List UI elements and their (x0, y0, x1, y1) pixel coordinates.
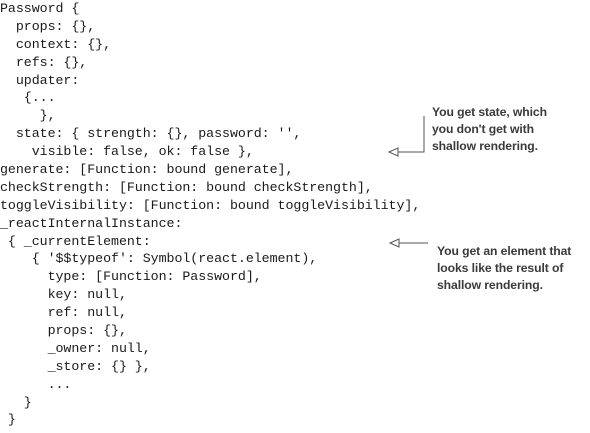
code-line: _store: {} }, (0, 358, 151, 374)
code-line: _reactInternalInstance: (0, 215, 183, 231)
annotation-state: You get state, which you don't get with … (432, 104, 547, 156)
code-line: type: [Function: Password], (0, 269, 262, 285)
code-line: props: {}, (0, 323, 127, 339)
code-line: key: null, (0, 287, 127, 303)
code-line: state: { strength: {}, password: '', (0, 126, 302, 142)
annotation-line: You get an element that (437, 244, 572, 258)
annotation-element: You get an element that looks like the r… (437, 243, 571, 295)
code-line: } (0, 412, 16, 428)
code-line: props: {}, (0, 18, 96, 34)
annotation-line: shallow rendering. (437, 278, 543, 293)
code-line: }, (0, 108, 56, 124)
code-line: {... (0, 90, 56, 106)
code-line: updater: (0, 72, 80, 88)
annotation-line: looks like the result of (437, 261, 564, 276)
code-line: toggleVisibility: [Function: bound toggl… (0, 197, 421, 213)
code-line: context: {}, (0, 36, 112, 52)
code-line: generate: [Function: bound generate], (0, 162, 294, 178)
code-line: _owner: null, (0, 340, 151, 356)
code-line: { '$$typeof': Symbol(react.element), (0, 251, 318, 267)
code-line: refs: {}, (0, 54, 88, 70)
code-line: ... (0, 376, 72, 392)
annotation-line: you don't get with (432, 122, 534, 137)
annotation-line: You get state, which (432, 105, 547, 119)
code-line: visible: false, ok: false }, (0, 144, 254, 160)
code-line: Password { (0, 1, 80, 16)
code-line: } (0, 394, 32, 410)
code-line: checkStrength: [Function: bound checkStr… (0, 179, 373, 195)
code-line: { _currentElement: (0, 233, 151, 249)
code-line: ref: null, (0, 305, 127, 321)
code-block: Password { props: {}, context: {}, refs:… (0, 1, 421, 428)
annotation-line: shallow rendering. (432, 139, 538, 154)
